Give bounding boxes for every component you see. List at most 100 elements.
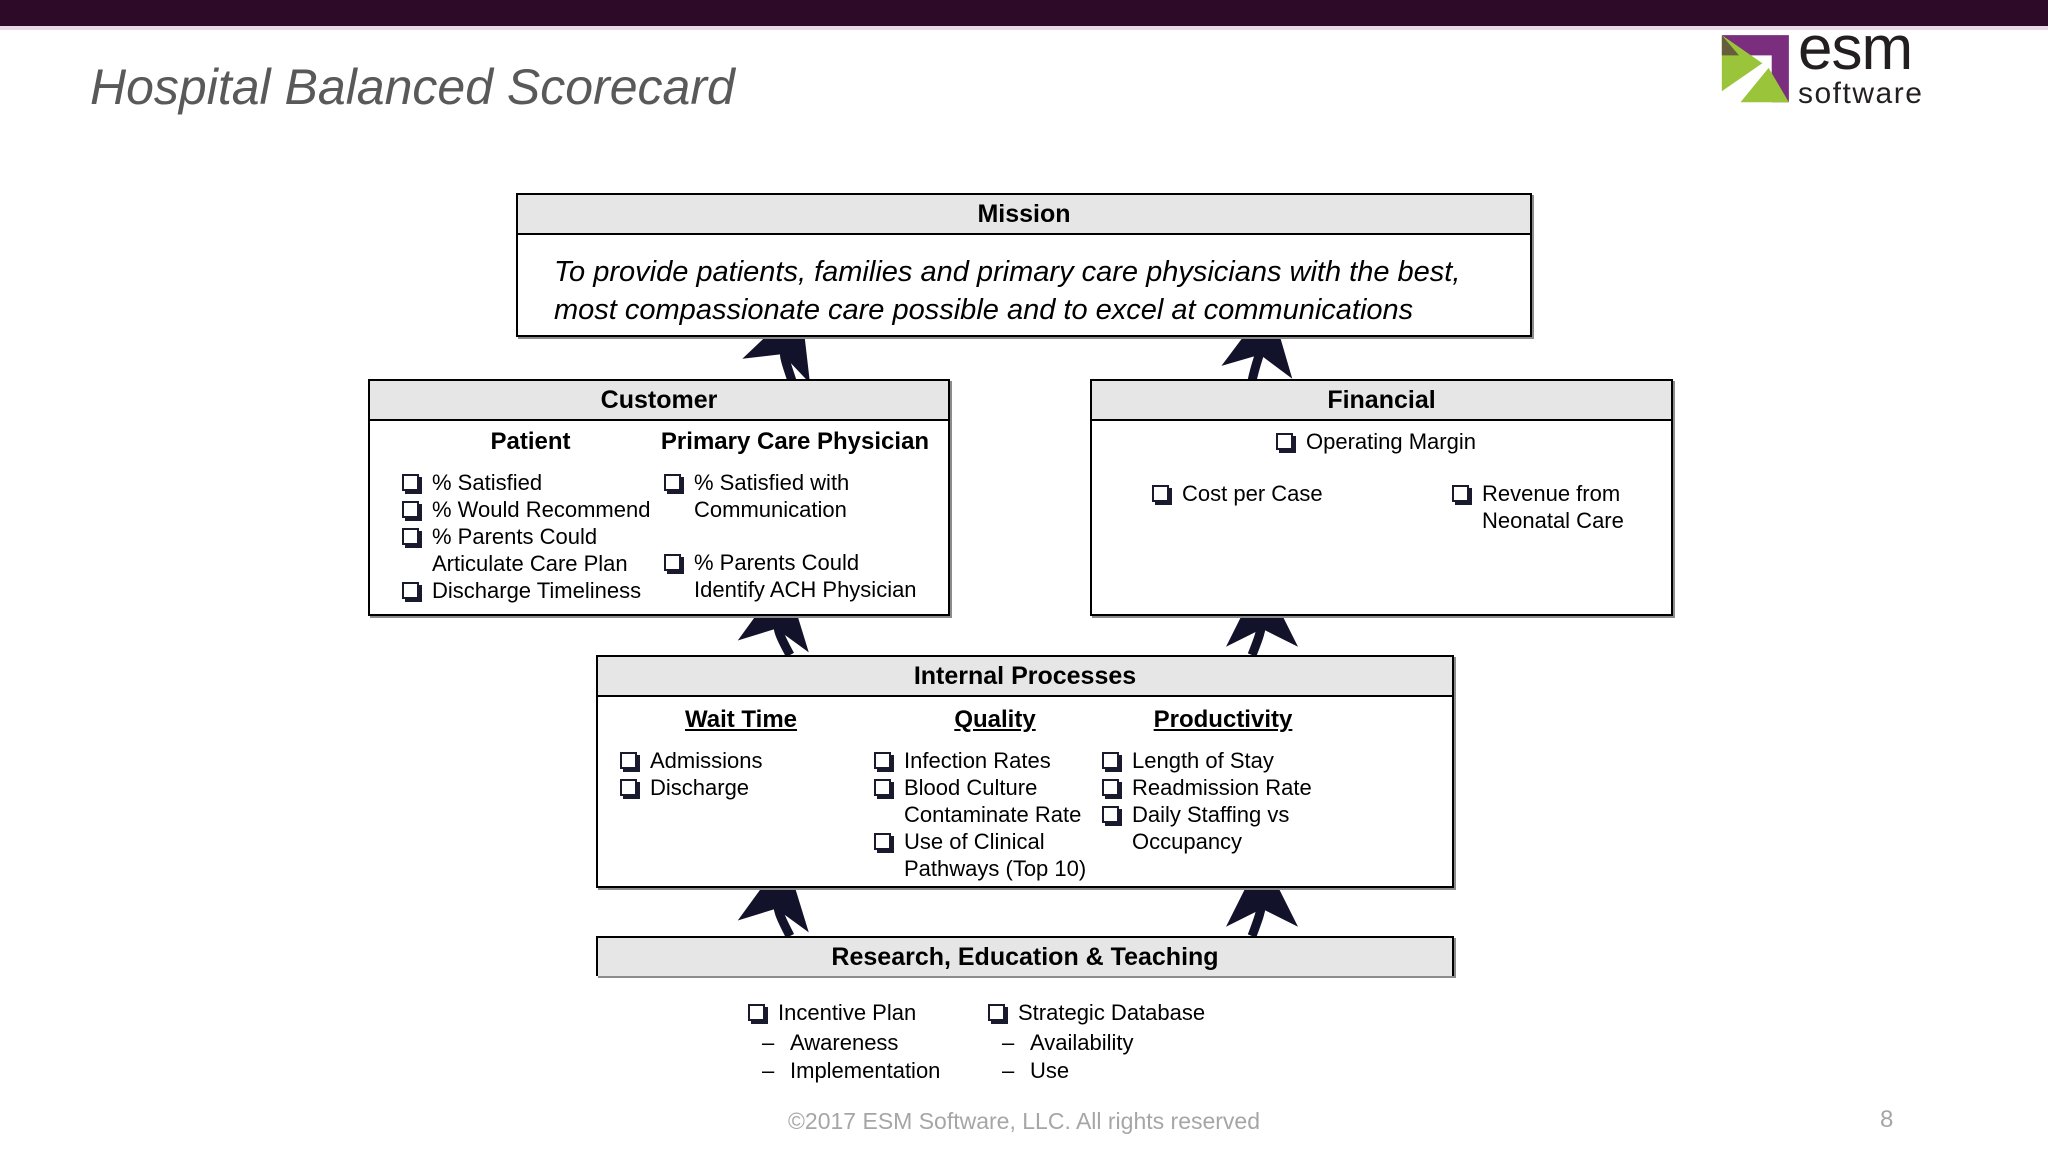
research-subitem-label: Implementation — [790, 1058, 941, 1084]
measure-item-label: Discharge Timeliness — [432, 577, 642, 603]
measure-item-label: % Parents Could Identify ACH Physician — [694, 549, 917, 602]
internal-processes-header: Internal Processes — [598, 657, 1452, 697]
checkbox-icon — [1102, 779, 1119, 797]
mission-header: Mission — [518, 195, 1530, 235]
customer-patient-measures: % Satisfied% Would Recommend% Parents Co… — [398, 470, 663, 604]
measure-item-label: Infection Rates — [904, 748, 1051, 774]
arrow-research-to-internal-right — [1225, 854, 1298, 938]
checkbox-icon — [402, 581, 419, 599]
mission-body: To provide patients, families and primar… — [518, 235, 1530, 335]
checkbox-icon — [1152, 485, 1169, 502]
arrow-financial-to-mission — [1221, 301, 1293, 382]
research-measures: Incentive Plan –Awareness–Implementation… — [596, 1000, 1454, 1090]
checkbox-icon — [402, 501, 419, 519]
measure-item-label: Readmission Rate — [1132, 775, 1312, 801]
customer-physician-measures: % Satisfied with Communication % Parents … — [660, 470, 930, 603]
measure-item: Length of Stay — [1098, 748, 1348, 775]
customer-box[interactable]: Customer Patient % Satisfied% Would Reco… — [368, 379, 950, 616]
financial-measure-cost-per-case: Cost per Case — [1148, 481, 1323, 508]
arrow-internal-to-customer — [737, 575, 809, 658]
research-subitem: –Use — [984, 1057, 1284, 1086]
checkbox-icon — [988, 1004, 1005, 1021]
financial-measure-revenue-neonatal: Revenue from Neonatal Care — [1448, 481, 1682, 535]
research-subitem: –Implementation — [744, 1057, 1034, 1086]
measure-item: % Parents Could Identify ACH Physician — [660, 550, 930, 604]
financial-box[interactable]: Financial Operating Margin Cost per Case… — [1090, 379, 1673, 616]
checkbox-icon — [664, 474, 681, 492]
research-subitem-label: Awareness — [790, 1029, 899, 1055]
measure-item-label: % Satisfied with Communication — [694, 470, 850, 523]
customer-column-physician-heading: Primary Care Physician — [660, 428, 930, 455]
logo-word-software: software — [1798, 76, 1924, 110]
measure-item: Readmission Rate — [1098, 775, 1348, 802]
checkbox-icon — [1102, 752, 1119, 770]
customer-column-physician: Primary Care Physician % Satisfied with … — [660, 427, 930, 604]
research-subitem: –Awareness — [744, 1029, 1034, 1058]
dash-icon: – — [1002, 1058, 1015, 1084]
measure-item: Infection Rates — [870, 748, 1120, 775]
checkbox-icon — [402, 474, 419, 492]
customer-header: Customer — [370, 381, 948, 421]
research-box[interactable]: Research, Education & Teaching — [596, 936, 1454, 976]
financial-body: Operating Margin Cost per Case Revenue f… — [1092, 421, 1671, 614]
customer-column-patient: Patient % Satisfied% Would Recommend% Pa… — [398, 427, 663, 604]
financial-measure-label: Cost per Case — [1182, 481, 1323, 506]
measure-item: % Satisfied with Communication — [660, 470, 930, 524]
top-accent-underline — [0, 26, 2048, 30]
mission-box[interactable]: Mission To provide patients, families an… — [516, 193, 1532, 337]
measure-item: Daily Staffing vs Occupancy — [1098, 802, 1348, 856]
internal-column-wait-time-heading: Wait Time — [684, 706, 798, 733]
internal-column-quality-heading: Quality — [954, 706, 1036, 733]
measure-item-label: % Would Recommend — [432, 497, 651, 523]
research-subitem-label: Use — [1030, 1058, 1070, 1084]
financial-measure-label: Revenue from Neonatal Care — [1482, 481, 1624, 533]
measure-item-label: Discharge — [650, 775, 750, 801]
internal-column-productivity-heading: Productivity — [1153, 706, 1293, 733]
arrow-research-to-internal-left — [737, 855, 809, 939]
top-accent-bar — [0, 0, 2048, 26]
dash-icon: – — [762, 1029, 775, 1055]
financial-measure-operating-margin: Operating Margin — [1272, 429, 1476, 456]
dash-icon: – — [1002, 1029, 1015, 1055]
research-header: Research, Education & Teaching — [598, 938, 1452, 976]
research-item: Strategic Database — [984, 1000, 1284, 1027]
arrow-customer-to-mission — [742, 303, 811, 384]
measure-item: Use of Clinical Pathways (Top 10) — [870, 829, 1120, 883]
research-subitem: –Availability — [984, 1029, 1284, 1058]
measure-item-label: Blood Culture Contaminate Rate — [904, 775, 1082, 827]
page-number: 8 — [1880, 1106, 1894, 1133]
checkbox-icon — [1452, 485, 1469, 502]
measure-item: Discharge — [616, 775, 866, 802]
research-item-label: Incentive Plan — [778, 1000, 917, 1025]
logo-wordmark: esm software — [1798, 14, 2034, 111]
checkbox-icon — [874, 832, 891, 850]
dash-icon: – — [762, 1058, 775, 1084]
financial-header: Financial — [1092, 381, 1671, 421]
checkbox-icon — [620, 779, 637, 797]
arrow-internal-to-financial — [1225, 574, 1298, 657]
checkbox-icon — [874, 779, 891, 797]
research-subitems: –Awareness–Implementation — [744, 1029, 1034, 1086]
checkbox-icon — [664, 553, 681, 571]
logo-word-esm: esm — [1798, 14, 1913, 83]
checkbox-icon — [402, 527, 419, 545]
esm-logo-mark-icon — [1721, 35, 1789, 103]
measure-item-label: % Parents Could Articulate Care Plan — [432, 523, 628, 576]
research-column-strategic-database: Strategic Database –Availability–Use — [984, 1000, 1284, 1086]
research-subitem-label: Availability — [1030, 1029, 1134, 1055]
customer-column-patient-heading: Patient — [490, 428, 571, 455]
checkbox-icon — [1102, 805, 1119, 823]
measure-item: % Would Recommend — [398, 497, 663, 524]
measure-item: Discharge Timeliness — [398, 578, 663, 605]
measure-item: Blood Culture Contaminate Rate — [870, 775, 1120, 829]
measure-item: % Satisfied — [398, 470, 663, 497]
financial-measure-label: Operating Margin — [1306, 429, 1476, 454]
measure-item-label: Use of Clinical Pathways (Top 10) — [904, 828, 1087, 881]
mission-statement: To provide patients, families and primar… — [554, 256, 1461, 327]
